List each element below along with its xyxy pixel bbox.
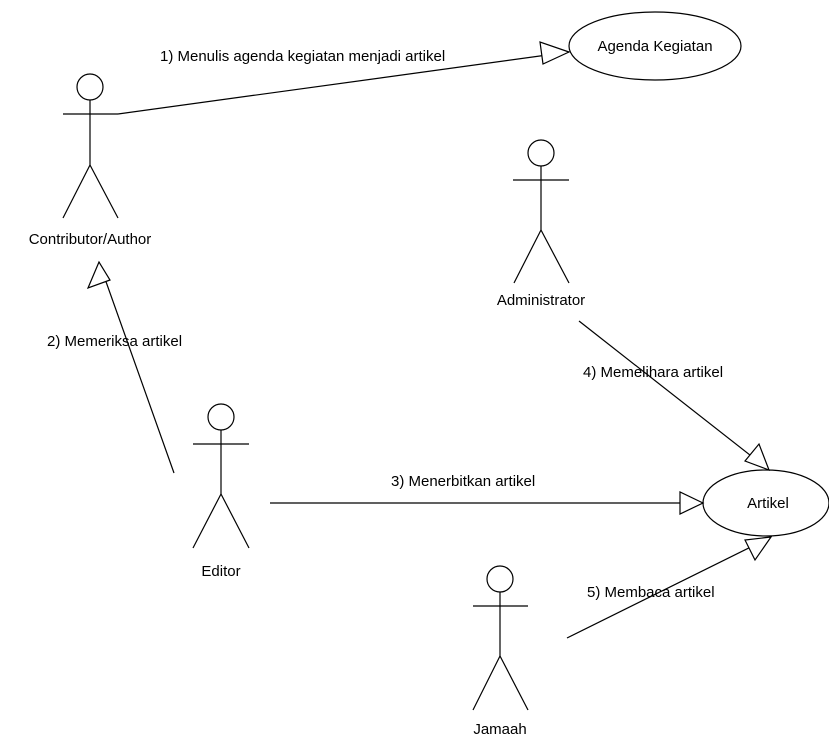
association-menulis-agenda[interactable]: 1) Menulis agenda kegiatan menjadi artik…	[117, 41, 571, 115]
arrowhead-icon	[539, 41, 571, 65]
association-memeriksa-artikel[interactable]: 2) Memeriksa artikel	[47, 260, 182, 474]
association-label-5: 5) Membaca artikel	[587, 584, 715, 601]
association-label-2: 2) Memeriksa artikel	[47, 333, 182, 350]
association-menerbitkan-artikel[interactable]: 3) Menerbitkan artikel	[270, 473, 705, 515]
actor-head-icon	[207, 403, 235, 431]
actor-head-icon	[486, 565, 514, 593]
use-case-artikel[interactable]: Artikel	[702, 469, 829, 537]
actor-label-jamaah: Jamaah	[473, 721, 526, 738]
actor-contributor-author[interactable]: Contributor/Author	[29, 73, 152, 248]
use-case-agenda-kegiatan[interactable]: Agenda Kegiatan	[568, 11, 742, 81]
actor-administrator[interactable]: Administrator	[497, 139, 585, 309]
actor-head-icon	[76, 73, 104, 101]
use-case-ellipse	[568, 11, 742, 81]
association-label-1: 1) Menulis agenda kegiatan menjadi artik…	[160, 48, 445, 65]
actor-head-icon	[527, 139, 555, 167]
association-memelihara-artikel[interactable]: 4) Memelihara artikel	[578, 320, 771, 472]
arrowhead-icon	[86, 260, 111, 290]
use-case-label-artikel: Artikel	[747, 495, 789, 512]
arrowhead-icon	[744, 536, 773, 562]
arrowhead-icon	[744, 442, 771, 472]
association-label-4: 4) Memelihara artikel	[583, 364, 723, 381]
association-label-3: 3) Menerbitkan artikel	[391, 473, 535, 490]
use-case-label-agenda: Agenda Kegiatan	[597, 38, 712, 55]
actor-label-administrator: Administrator	[497, 292, 585, 309]
arrowhead-icon	[679, 491, 705, 515]
actor-label-contributor: Contributor/Author	[29, 231, 152, 248]
actor-label-editor: Editor	[201, 563, 240, 580]
actor-editor[interactable]: Editor	[192, 403, 250, 580]
actor-jamaah[interactable]: Jamaah	[472, 565, 529, 738]
association-membaca-artikel[interactable]: 5) Membaca artikel	[566, 536, 773, 639]
